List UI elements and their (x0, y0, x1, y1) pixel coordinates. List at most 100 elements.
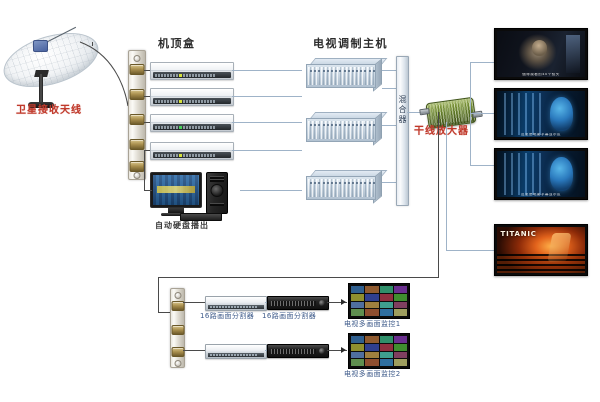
label-auto-hdd-playout: 自动硬盘播出 (155, 221, 209, 230)
set-top-box-1[interactable] (150, 62, 234, 80)
label-set-top-box: 机顶盒 (158, 37, 196, 50)
hdd-playout-workstation[interactable] (150, 172, 240, 221)
wire-to-screen-1 (470, 62, 494, 63)
signal-combiner[interactable] (396, 56, 409, 206)
splitter-16ch-silver-2[interactable] (205, 344, 267, 359)
splitter-16ch-black-2[interactable] (267, 344, 329, 358)
screen-3-subtitle: 这里是电影字幕显示区 (521, 192, 561, 196)
wire-panel-pc (144, 190, 152, 191)
panel-port-1[interactable] (129, 64, 145, 75)
label-satellite-antenna: 卫星接收天线 (16, 105, 82, 116)
wire-amp-riser-down (470, 113, 471, 165)
monitor-stand (168, 208, 184, 213)
label-tv-modulator-host: 电视调制主机 (313, 37, 388, 50)
wire-combiner-amp (407, 112, 427, 113)
stb-front-panel (153, 124, 231, 130)
screen-3-image: 这里是电影字幕显示区 (497, 151, 585, 197)
panel-port-5[interactable] (129, 161, 145, 172)
bottom-panel-port-3[interactable] (171, 347, 184, 357)
monitor-screen (153, 175, 199, 205)
bottom-panel-port-1[interactable] (171, 301, 184, 311)
dish-base (28, 102, 54, 108)
wire-panel-pc-riser (144, 150, 145, 191)
stb-front-panel (153, 98, 231, 104)
splitter-front-bar (208, 353, 264, 357)
splitter-16ch-black-1[interactable] (267, 296, 329, 310)
panel-port-3[interactable] (129, 114, 145, 125)
splitter-16ch-silver-1[interactable] (205, 296, 267, 311)
wire-mod1-combiner-a (382, 70, 398, 71)
wire-panel-splitterC (183, 350, 205, 351)
panel-port-2[interactable] (129, 89, 145, 100)
wire-mod2-combiner (382, 125, 398, 126)
modulator-card-row (306, 64, 376, 88)
panel-screw-top (133, 55, 141, 62)
stb-front-panel (153, 152, 231, 158)
screen-2-image: 这里是电影字幕显示区 (497, 91, 585, 137)
splitter-grill (271, 301, 316, 306)
screen-2-subtitle: 这里是电影字幕显示区 (521, 132, 561, 136)
pc-power-dial (210, 184, 224, 197)
dish-pole (39, 74, 43, 104)
splitter-knob (319, 348, 325, 354)
video-screen-1[interactable]: 值得观看的40个镜头 (494, 28, 588, 80)
trunk-amplifier[interactable] (425, 96, 477, 130)
modulator-chassis-1[interactable] (306, 58, 388, 92)
screen-4-image: TITANIC (497, 227, 585, 273)
stb-front-panel (153, 72, 231, 78)
tv-multiview-monitor-2[interactable] (348, 333, 410, 369)
modulator-chassis-2[interactable] (306, 112, 388, 146)
screen-1-image: 值得观看的40个镜头 (497, 31, 585, 77)
wire-dish-drop (92, 42, 93, 46)
panel-screw-bottom (133, 172, 141, 179)
label-combiner: 混合器 (398, 95, 407, 125)
wire-amp-riser-bottom (446, 122, 447, 250)
wire-amp-riser-up (470, 62, 471, 114)
label-splitter-16ch-a: 16路画面分割器 (200, 312, 255, 320)
video-screen-3[interactable]: 这里是电影字幕显示区 (494, 148, 588, 200)
arrow-to-monitor-1 (341, 299, 346, 305)
wire-backbone-horizontal (158, 277, 439, 278)
modulator-card-row (306, 118, 376, 142)
label-tv-multiview-monitor-2: 电视多画面监控2 (344, 370, 401, 378)
monitoring-splitter-panel[interactable] (170, 288, 185, 368)
splitter-front-bar (208, 305, 264, 309)
video-screen-2[interactable]: 这里是电影字幕显示区 (494, 88, 588, 140)
label-tv-multiview-monitor-1: 电视多画面监控1 (344, 320, 401, 328)
wire-into-splitter-panel (158, 312, 172, 313)
video-screen-4[interactable]: TITANIC (494, 224, 588, 276)
wire-backbone-vertical (438, 112, 439, 277)
screen-1-subtitle: 值得观看的40个镜头 (522, 72, 560, 76)
label-trunk-amplifier: 干线放大器 (414, 126, 469, 137)
multiview-tile-grid (351, 286, 407, 316)
splitter-grill (271, 349, 316, 354)
wire-mod1-combiner-b (382, 88, 398, 89)
wire-panel-splitterA (183, 302, 205, 303)
lnb-icon (33, 40, 48, 52)
wire-to-screen-4 (446, 250, 494, 251)
wire-splitterD-monitor2 (327, 350, 347, 351)
wire-backbone-to-splitter (158, 277, 159, 312)
wire-splitterB-monitor1 (327, 302, 347, 303)
set-top-box-4[interactable] (150, 142, 234, 160)
wire-stb3-mod2 (232, 122, 302, 123)
satellite-dish-graphic (0, 22, 112, 110)
keyboard (180, 213, 222, 221)
wire-stb4-mod2 (232, 150, 302, 151)
bottom-panel-port-2[interactable] (171, 325, 184, 335)
workstation-monitor (150, 172, 202, 208)
bottom-panel-screw-bottom (174, 360, 181, 367)
arrow-to-monitor-2 (341, 347, 346, 353)
modulator-chassis-3[interactable] (306, 170, 388, 204)
panel-port-4[interactable] (129, 139, 145, 150)
tv-multiview-monitor-1[interactable] (348, 283, 410, 319)
wire-mod3-combiner (382, 182, 398, 183)
pc-tower (206, 172, 228, 214)
head-end-splitter-panel[interactable] (128, 50, 146, 180)
set-top-box-3[interactable] (150, 114, 234, 132)
monitor-foot (161, 213, 191, 216)
set-top-box-2[interactable] (150, 88, 234, 106)
wire-to-screen-3 (470, 165, 494, 166)
wire-dish-to-panel (79, 41, 129, 107)
